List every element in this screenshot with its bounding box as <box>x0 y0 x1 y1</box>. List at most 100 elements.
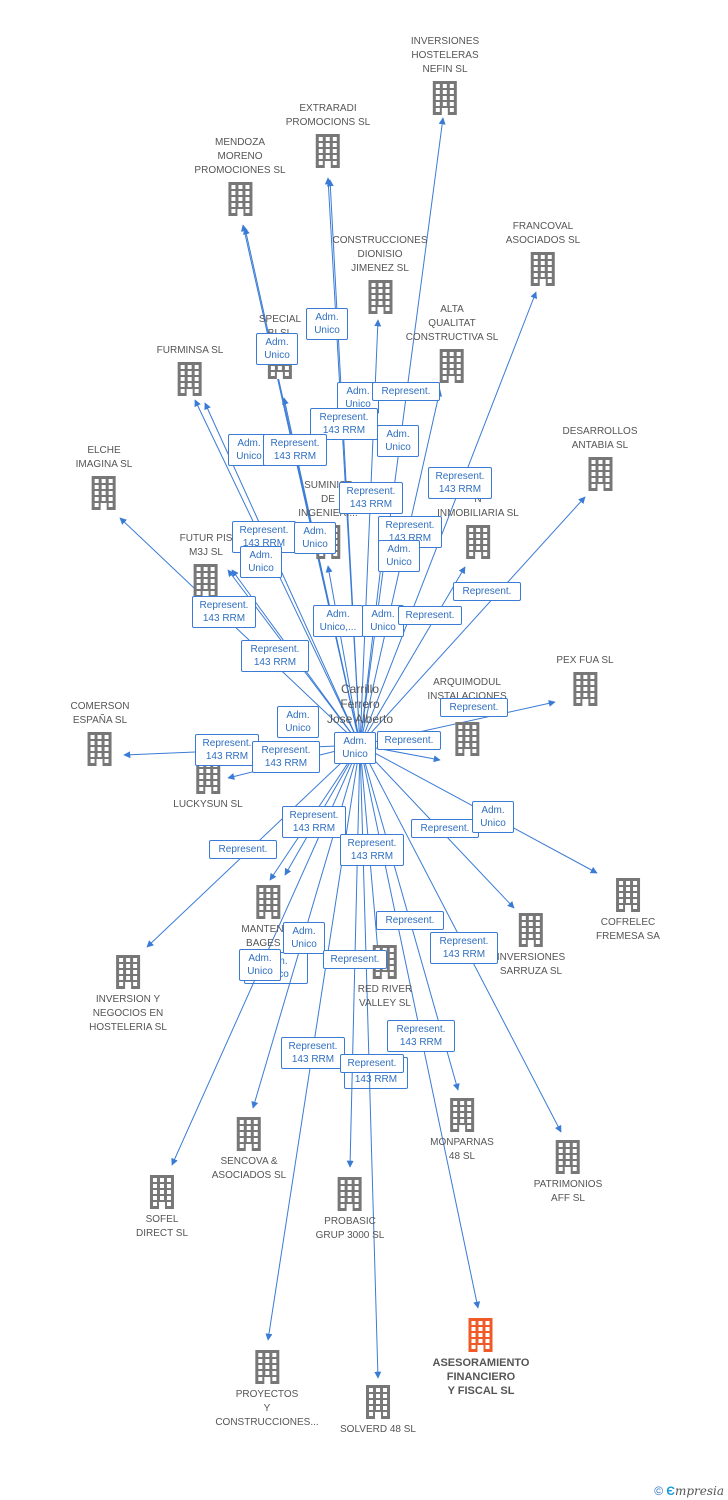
company-name: MONPARNAS 48 SL <box>430 1137 494 1162</box>
company-name: INVERSION Y NEGOCIOS EN HOSTELERIA SL <box>89 994 167 1033</box>
building-icon <box>194 564 218 598</box>
company-node[interactable]: PROYECTOS Y CONSTRUCCIONES... <box>215 1350 319 1430</box>
role-badge[interactable]: Represent. 143 RRM <box>428 467 492 499</box>
company-node[interactable]: CONSTRUCCIONES DIONISIO JIMENEZ SL <box>332 234 428 314</box>
copyright-mark: © <box>654 1484 664 1498</box>
building-icon <box>531 252 555 286</box>
company-node[interactable]: ASESORAMIENTO FINANCIERO Y FISCAL SL <box>432 1318 530 1398</box>
role-badge[interactable]: Represent. 143 RRM <box>339 482 403 514</box>
role-badge[interactable]: Represent. 143 RRM <box>263 434 327 466</box>
role-badge[interactable]: Represent. <box>372 382 440 401</box>
building-icon <box>116 955 140 989</box>
role-badge[interactable]: Adm. Unico <box>294 522 336 554</box>
edge-to-c12 <box>359 566 466 746</box>
role-badge[interactable]: Represent. <box>377 731 441 750</box>
role-badge[interactable]: Represent. <box>411 819 479 838</box>
role-badge[interactable]: Adm. Unico <box>306 308 348 340</box>
company-node[interactable]: MONPARNAS 48 SL <box>430 1098 494 1164</box>
company-node[interactable]: SENCOVA & ASOCIADOS SL <box>212 1117 286 1183</box>
role-badge[interactable]: Represent. <box>453 582 521 601</box>
building-icon <box>316 134 340 168</box>
company-node[interactable]: INVERSION Y NEGOCIOS EN HOSTELERIA SL <box>89 955 167 1035</box>
brand-footer: © Єmpresia <box>654 1484 724 1498</box>
company-node[interactable]: FUTUR PIS M3J SL <box>180 532 232 598</box>
company-name: SUMINIST DE INGENIERI... <box>298 480 358 519</box>
building-icon <box>255 1350 279 1384</box>
person-node[interactable]: Carrillo Ferrero Jose Alberto <box>326 682 394 726</box>
company-node[interactable]: ELCHE IMAGINA SL <box>75 444 133 510</box>
building-icon <box>256 885 280 919</box>
company-node[interactable]: MENDOZA MORENO PROMOCIONES SL <box>194 136 286 216</box>
company-node[interactable]: FURMINSA SL <box>157 344 223 396</box>
company-name: MENDOZA MORENO PROMOCIONES SL <box>194 137 286 176</box>
role-badge[interactable]: Adm. Unico <box>240 546 282 578</box>
company-name: FRANCOVAL ASOCIADOS SL <box>505 221 581 246</box>
role-badge[interactable]: Represent. 143 RRM <box>430 932 498 964</box>
company-node[interactable]: DESARROLLOS ANTABIA SL <box>562 425 638 491</box>
role-badge[interactable]: Adm. Unico <box>377 425 419 457</box>
company-node[interactable]: EXTRARADI PROMOCIONS SL <box>286 102 370 168</box>
role-badge[interactable]: Adm. Unico <box>472 801 514 833</box>
company-name: ALTA QUALITAT CONSTRUCTIVA SL <box>405 304 499 343</box>
building-icon <box>465 525 490 559</box>
company-name: SENCOVA & ASOCIADOS SL <box>211 1156 287 1181</box>
company-node[interactable]: LUCKYSUN SL <box>173 760 243 812</box>
building-icon <box>178 362 202 396</box>
role-badge[interactable]: Represent. 143 RRM <box>340 834 404 866</box>
company-node[interactable]: COFRELEC FREMESA SA <box>596 878 660 944</box>
role-badge[interactable]: Adm. Unico <box>256 333 298 365</box>
building-icon <box>150 1175 174 1209</box>
role-badge[interactable]: Represent. <box>209 840 277 859</box>
company-node[interactable]: INVERSIONES SARRUZA SL <box>497 913 565 979</box>
role-badge[interactable]: Adm. Unico <box>277 706 319 738</box>
edge-to-c10 <box>119 517 361 746</box>
role-badge[interactable]: Represent. 143 RRM <box>192 596 256 628</box>
company-name: COFRELEC FREMESA SA <box>596 917 660 942</box>
role-badge[interactable]: Represent. 143 RRM <box>387 1020 455 1052</box>
company-node[interactable]: SOLVERD 48 SL <box>340 1385 416 1437</box>
role-badge[interactable]: Represent. 143 RRM <box>195 734 259 766</box>
role-badge[interactable]: Represent. <box>440 698 508 717</box>
role-badge[interactable]: Represent. 143 RRM <box>241 640 309 672</box>
company-node[interactable]: ARQUIMODUL INSTALACIONES MO <box>427 676 507 756</box>
building-icon <box>367 280 392 314</box>
company-name: RED RIVER VALLEY SL <box>357 984 413 1009</box>
role-badge[interactable]: Represent. 143 RRM <box>282 806 346 838</box>
role-badge[interactable]: Represent. <box>340 1054 404 1073</box>
company-node[interactable]: PROBASIC GRUP 3000 SL <box>316 1177 384 1243</box>
brand-name[interactable]: mpresia <box>674 1484 724 1498</box>
role-badge[interactable]: Adm. Unico <box>239 949 281 981</box>
role-badge[interactable]: Represent. 143 RRM <box>281 1037 345 1069</box>
company-node[interactable]: COMERSON ESPAÑA SL <box>70 700 130 766</box>
company-node[interactable]: PEX FUA SL <box>556 654 614 706</box>
company-node[interactable]: PATRIMONIOS AFF SL <box>533 1140 603 1206</box>
building-icon <box>468 1318 493 1352</box>
company-name: EXTRARADI PROMOCIONS SL <box>285 103 371 128</box>
role-badge[interactable]: Adm. Unico <box>334 732 376 764</box>
company-name: PATRIMONIOS AFF SL <box>533 1179 603 1204</box>
company-node[interactable]: SOFEL DIRECT SL <box>136 1175 188 1241</box>
building-icon <box>92 476 116 510</box>
role-badge[interactable]: Adm. Unico <box>362 605 404 637</box>
company-name: COMERSON ESPAÑA SL <box>70 701 130 726</box>
company-name: INVERSIONES HOSTELERAS NEFIN SL <box>410 36 480 75</box>
company-name: ELCHE IMAGINA SL <box>75 445 133 470</box>
building-icon <box>573 672 597 706</box>
building-icon <box>227 182 252 216</box>
company-node[interactable]: ALTA QUALITAT CONSTRUCTIVA SL <box>405 303 499 383</box>
company-node[interactable]: N INMOBILIARIA SL <box>437 493 519 559</box>
role-badge[interactable]: Represent. <box>398 606 462 625</box>
role-badge[interactable]: Adm. Unico <box>283 922 325 954</box>
role-badge[interactable]: Represent. 143 RRM <box>252 741 320 773</box>
company-name: ASESORAMIENTO FINANCIERO Y FISCAL SL <box>432 1357 530 1397</box>
role-badge[interactable]: Represent. <box>323 950 387 969</box>
edge-to-c11 <box>325 565 361 746</box>
company-node[interactable]: INVERSIONES HOSTELERAS NEFIN SL <box>411 35 479 115</box>
company-node[interactable]: MANTENIM BAGES S <box>241 885 295 951</box>
building-icon <box>518 913 543 947</box>
role-badge[interactable]: Represent. <box>376 911 444 930</box>
company-node[interactable]: FRANCOVAL ASOCIADOS SL <box>506 220 580 286</box>
role-badge[interactable]: Adm. Unico <box>378 540 420 572</box>
role-badge[interactable]: Adm. Unico,... <box>313 605 363 637</box>
